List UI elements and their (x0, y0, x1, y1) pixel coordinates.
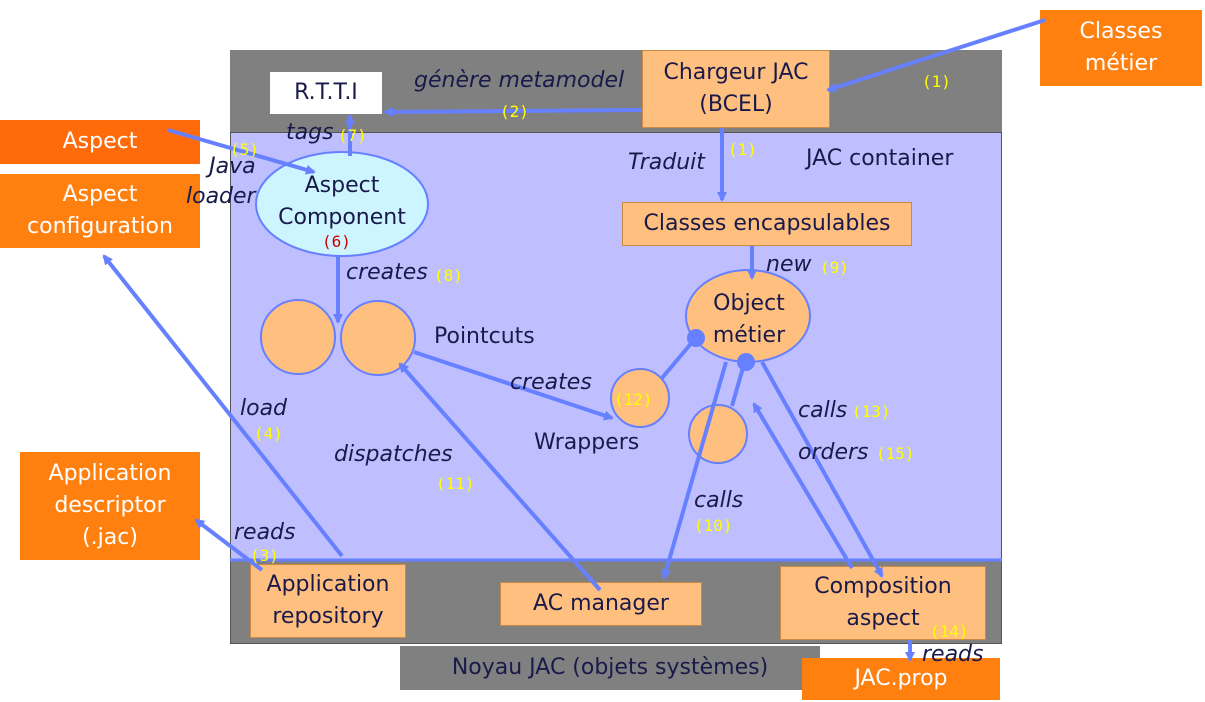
junction-dot-right (737, 353, 755, 371)
creates-wrappers-label: creates (510, 370, 592, 395)
step-number-6: (6) (322, 232, 351, 251)
aspect-box[interactable]: Aspect (0, 120, 200, 164)
arrow-calls-10 (661, 361, 728, 580)
step-number-3: (3) (250, 546, 279, 565)
arrow-reads-descriptor (194, 518, 264, 572)
aspect-component-node (255, 151, 429, 257)
step-number-7: (7) (338, 126, 367, 145)
step-number-10: (10) (694, 516, 733, 535)
new-label: new (766, 252, 812, 277)
application-repository-box[interactable]: Application repository (250, 564, 406, 638)
step-number-5: (5) (230, 140, 259, 159)
arrow-genere-metamodel (383, 106, 643, 117)
orders-label: orders (798, 440, 869, 465)
wrapper-circle-lower (688, 404, 748, 464)
arrow-creates-wrappers (413, 350, 614, 421)
jac-container-label: JAC container (806, 146, 954, 171)
chargeur-jac-box[interactable]: Chargeur JAC (BCEL) (642, 50, 830, 128)
load-label: load (240, 396, 288, 421)
step-number-9: (9) (820, 258, 849, 277)
noyau-jac-box: Noyau JAC (objets systèmes) (400, 646, 820, 690)
reads-descriptor-label: reads (234, 520, 296, 545)
junction-dot-left (687, 329, 705, 347)
line-object-to-wrapper12 (660, 338, 696, 380)
pointcuts-label: Pointcuts (434, 324, 535, 349)
arrow-load (102, 254, 344, 558)
calls-13-label: calls (798, 398, 848, 423)
arrow-classes-to-chargeur (826, 18, 1046, 93)
step-number-1-mid: (1) (728, 140, 757, 159)
rtti-box[interactable]: R.T.T.I (270, 72, 382, 114)
classes-metier-box[interactable]: Classes métier (1040, 10, 1202, 86)
reads-prop-label: reads (922, 642, 984, 667)
step-number-12: (12) (614, 390, 653, 409)
aspect-component-label[interactable]: Aspect Component (278, 173, 406, 230)
application-descriptor-box[interactable]: Application descriptor (.jac) (20, 452, 200, 560)
pointcut-circle-left (260, 299, 336, 375)
wrapper-circle-12 (610, 368, 670, 428)
arrow-orders (752, 402, 854, 570)
traduit-label: Traduit (628, 150, 705, 175)
step-number-11: (11) (436, 474, 475, 493)
dispatches-label: dispatches (334, 442, 453, 467)
wrappers-label: Wrappers (534, 430, 640, 455)
ac-manager-box[interactable]: AC manager (500, 582, 702, 626)
java-loader-label: Java loader (186, 154, 256, 209)
step-number-14: (14) (930, 622, 969, 641)
classes-encapsulables-box[interactable]: Classes encapsulables (622, 202, 912, 246)
composition-aspect-box[interactable]: Composition aspect (780, 566, 986, 640)
genere-metamodel-label: génère metamodel (414, 68, 625, 93)
jac-prop-box[interactable]: JAC.prop (802, 658, 1000, 700)
step-number-1-top: (1) (922, 72, 951, 91)
aspect-configuration-box[interactable]: Aspect configuration (0, 174, 200, 248)
tags-label: tags (286, 120, 334, 145)
object-metier-label[interactable]: Object métier (712, 291, 786, 348)
arrow-calls-13 (760, 361, 884, 578)
step-number-4: (4) (254, 424, 283, 443)
arrow-aspect-to-component (167, 128, 316, 175)
step-number-15: (15) (876, 444, 915, 463)
creates-pointcuts-label: creates (346, 260, 428, 285)
step-number-8: (8) (434, 266, 463, 285)
calls-10-label: calls (694, 488, 744, 513)
arrow-dispatches (398, 362, 602, 592)
step-number-2: (2) (500, 102, 529, 121)
pointcut-circle-right (340, 300, 416, 376)
line-object-to-lower-wrapper (730, 363, 746, 407)
step-number-13: (13) (852, 402, 891, 421)
